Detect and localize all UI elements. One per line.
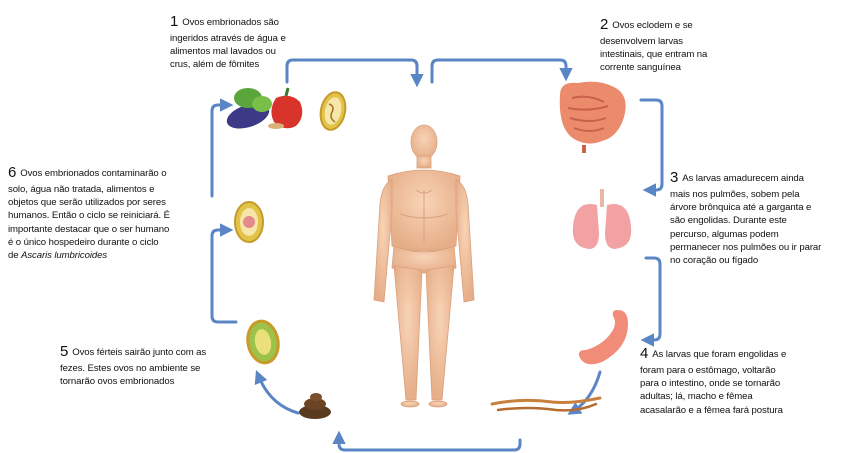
- arrow-3-to-4: [646, 258, 660, 340]
- arrow-6-to-1: [212, 105, 228, 196]
- step-3-number: 3: [670, 169, 678, 186]
- arrow-body-to-2: [432, 60, 566, 82]
- fertile-egg-illustration: [245, 319, 282, 366]
- intestines-illustration: [560, 82, 626, 153]
- embryonated-egg-left: [235, 202, 263, 242]
- vegetables-illustration: [224, 88, 303, 133]
- step-2-number: 2: [600, 16, 608, 33]
- step-4-number: 4: [640, 345, 648, 362]
- lungs-illustration: [573, 189, 631, 249]
- feces-illustration: [299, 393, 331, 419]
- step-5-number: 5: [60, 343, 68, 360]
- stomach-illustration: [579, 310, 628, 364]
- arrow-4-to-intestine: [572, 372, 600, 412]
- species-name: Ascaris lumbricoides: [21, 250, 107, 261]
- embryonated-egg-top: [317, 90, 348, 132]
- step-6-number: 6: [8, 164, 16, 181]
- step-1-number: 1: [170, 13, 178, 30]
- arrow-5-to-egg: [258, 375, 298, 413]
- human-figure: [374, 125, 474, 407]
- arrow-to-5: [339, 436, 520, 450]
- arrow-egg-to-6: [212, 230, 236, 322]
- arrow-2-to-3: [641, 100, 662, 190]
